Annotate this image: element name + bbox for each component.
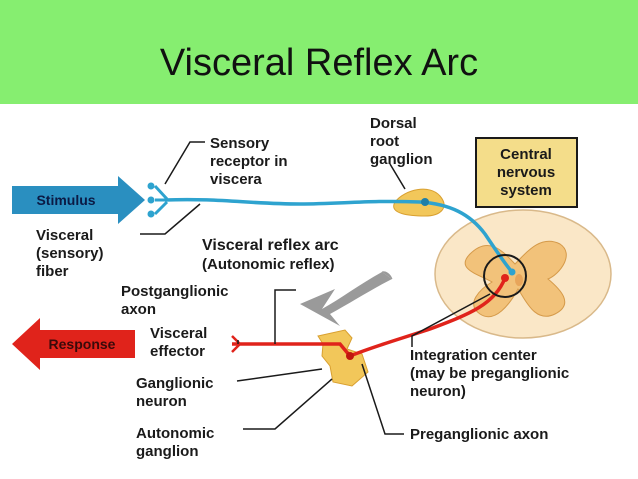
cns-label-1: Central [500,146,552,163]
svg-text:viscera: viscera [210,171,262,188]
reflex-arc-label: Visceral reflex arc (Autonomic reflex) [202,237,339,273]
response-arrow: Response [12,318,135,370]
motor-pathway [231,274,509,360]
autonomic-ganglion-label: Autonomic ganglion [136,425,214,460]
visceral-fiber-label: Visceral (sensory) fiber [36,227,104,280]
preganglionic-axon-label: Preganglionic axon [410,426,548,443]
svg-text:neuron: neuron [136,393,187,410]
cns-label-2: nervous [497,164,555,181]
stimulus-label: Stimulus [36,192,95,208]
svg-text:(Autonomic reflex): (Autonomic reflex) [202,256,335,273]
svg-text:neuron): neuron) [410,383,466,400]
response-label: Response [49,336,116,352]
svg-text:Visceral reflex arc: Visceral reflex arc [202,237,339,254]
integration-center-ring [483,254,527,298]
svg-text:ganglion: ganglion [136,443,199,460]
svg-text:axon: axon [121,301,156,318]
autonomic-ganglion [317,329,369,387]
spinal-cord [434,209,612,339]
svg-text:Ganglionic: Ganglionic [136,375,214,392]
svg-text:root: root [370,133,399,150]
ganglionic-neuron-label: Ganglionic neuron [136,375,214,410]
title-bar [0,0,638,104]
reflex-arc-diagram: Central nervous system Stimulus Response [12,115,612,460]
sensory-pathway [147,182,516,276]
svg-text:Visceral: Visceral [36,227,93,244]
svg-text:Sensory: Sensory [210,135,270,152]
svg-text:fiber: fiber [36,263,69,280]
cns-box: Central nervous system [475,137,578,208]
reflex-direction-arrow [300,271,393,326]
dorsal-root-label: Dorsal root ganglion [370,115,433,168]
svg-text:Integration center: Integration center [410,347,537,364]
svg-text:Visceral: Visceral [150,325,207,342]
sensory-receptor-label: Sensory receptor in viscera [210,135,288,188]
page-title: Visceral Reflex Arc [159,42,479,84]
svg-text:Postganglionic: Postganglionic [121,283,229,300]
svg-text:Autonomic: Autonomic [136,425,214,442]
postganglionic-label: Postganglionic axon [121,283,229,318]
visceral-effector-label: Visceral effector [150,325,207,360]
stimulus-arrow: Stimulus [12,176,145,224]
integration-center-label: Integration center (may be preganglionic… [410,347,569,400]
svg-text:Dorsal: Dorsal [370,115,417,132]
svg-text:(sensory): (sensory) [36,245,104,262]
svg-text:(may be preganglionic: (may be preganglionic [410,365,569,382]
cns-label-3: system [500,182,552,199]
svg-text:receptor in: receptor in [210,153,288,170]
svg-text:effector: effector [150,343,205,360]
leader-lines [140,141,491,435]
svg-text:ganglion: ganglion [370,151,433,168]
svg-text:Preganglionic axon: Preganglionic axon [410,426,548,443]
